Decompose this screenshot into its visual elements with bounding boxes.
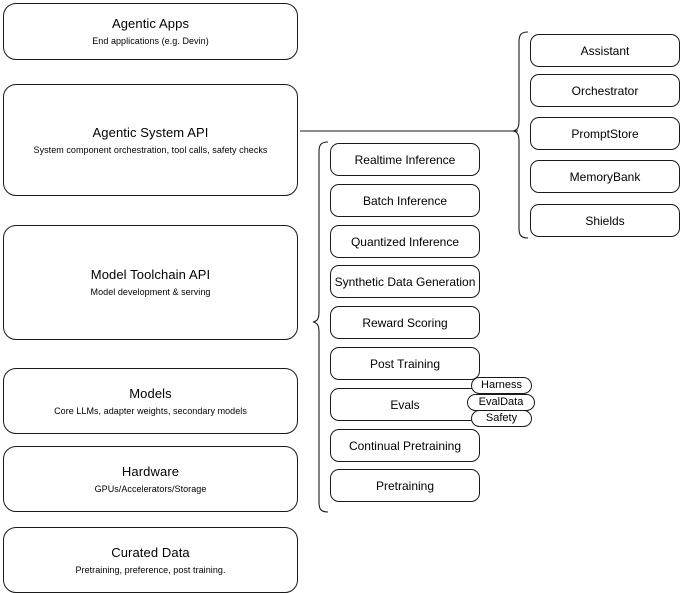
layer-model-toolchain-api[interactable]: Model Toolchain API Model development & … bbox=[3, 225, 298, 340]
eval-badge-label: Harness bbox=[481, 379, 522, 391]
toolchain-item-label: Realtime Inference bbox=[354, 152, 456, 167]
agentic-component-label: MemoryBank bbox=[569, 169, 641, 184]
toolchain-item-realtime-inference[interactable]: Realtime Inference bbox=[330, 143, 480, 176]
agentic-component-label: Shields bbox=[585, 213, 625, 228]
layer-subtitle: Core LLMs, adapter weights, secondary mo… bbox=[54, 405, 247, 416]
toolchain-item-quantized-inference[interactable]: Quantized Inference bbox=[330, 225, 480, 258]
layer-subtitle: Pretraining, preference, post training. bbox=[75, 564, 226, 575]
toolchain-item-batch-inference[interactable]: Batch Inference bbox=[330, 184, 480, 217]
layer-title: Model Toolchain API bbox=[90, 267, 211, 282]
eval-badge-label: EvalData bbox=[478, 396, 524, 408]
toolchain-item-label: Evals bbox=[390, 397, 420, 412]
toolchain-item-evals[interactable]: Evals bbox=[330, 388, 480, 421]
eval-badge-harness[interactable]: Harness bbox=[471, 377, 532, 394]
agentic-component-label: PromptStore bbox=[571, 126, 639, 141]
layer-subtitle: Model development & serving bbox=[90, 287, 211, 297]
agentic-component-label: Assistant bbox=[580, 43, 630, 58]
brace-agentic-components bbox=[512, 31, 529, 239]
layer-title: Agentic Apps bbox=[111, 16, 190, 31]
eval-badge-safety[interactable]: Safety bbox=[471, 410, 532, 427]
layer-subtitle: End applications (e.g. Devin) bbox=[92, 36, 209, 46]
toolchain-item-label: Continual Pretraining bbox=[348, 438, 462, 453]
layer-title: Models bbox=[129, 385, 172, 401]
eval-badge-evaldata[interactable]: EvalData bbox=[467, 394, 535, 411]
agentic-component-promptstore[interactable]: PromptStore bbox=[530, 117, 680, 150]
layer-subtitle: GPUs/Accelerators/Storage bbox=[94, 483, 207, 494]
agentic-component-orchestrator[interactable]: Orchestrator bbox=[530, 74, 680, 107]
layer-title: Agentic System API bbox=[92, 124, 209, 140]
toolchain-item-label: Batch Inference bbox=[362, 193, 448, 208]
toolchain-item-label: Pretraining bbox=[375, 478, 435, 493]
eval-badge-label: Safety bbox=[485, 412, 518, 424]
agentic-component-memorybank[interactable]: MemoryBank bbox=[530, 160, 680, 193]
layer-hardware[interactable]: Hardware GPUs/Accelerators/Storage bbox=[3, 446, 298, 512]
toolchain-item-continual-pretraining[interactable]: Continual Pretraining bbox=[330, 429, 480, 462]
toolchain-item-label: Post Training bbox=[369, 356, 441, 371]
brace-toolchain-components bbox=[312, 141, 329, 513]
layer-title: Curated Data bbox=[111, 544, 190, 560]
agentic-component-assistant[interactable]: Assistant bbox=[530, 34, 680, 67]
toolchain-item-label: Synthetic Data Generation bbox=[334, 274, 476, 289]
layer-agentic-apps[interactable]: Agentic Apps End applications (e.g. Devi… bbox=[3, 3, 298, 60]
agentic-component-label: Orchestrator bbox=[571, 83, 639, 98]
toolchain-item-reward-scoring[interactable]: Reward Scoring bbox=[330, 306, 480, 339]
layer-agentic-system-api[interactable]: Agentic System API System component orch… bbox=[3, 84, 298, 196]
layer-title: Hardware bbox=[121, 463, 180, 479]
layer-models[interactable]: Models Core LLMs, adapter weights, secon… bbox=[3, 368, 298, 434]
agentic-component-shields[interactable]: Shields bbox=[530, 204, 680, 237]
toolchain-item-label: Reward Scoring bbox=[362, 315, 448, 330]
toolchain-item-post-training[interactable]: Post Training bbox=[330, 347, 480, 380]
layer-subtitle: System component orchestration, tool cal… bbox=[33, 144, 268, 155]
layer-curated-data[interactable]: Curated Data Pretraining, preference, po… bbox=[3, 527, 298, 593]
toolchain-item-label: Quantized Inference bbox=[350, 234, 460, 249]
toolchain-item-synthetic-data-generation[interactable]: Synthetic Data Generation bbox=[330, 265, 480, 298]
toolchain-item-pretraining[interactable]: Pretraining bbox=[330, 469, 480, 502]
